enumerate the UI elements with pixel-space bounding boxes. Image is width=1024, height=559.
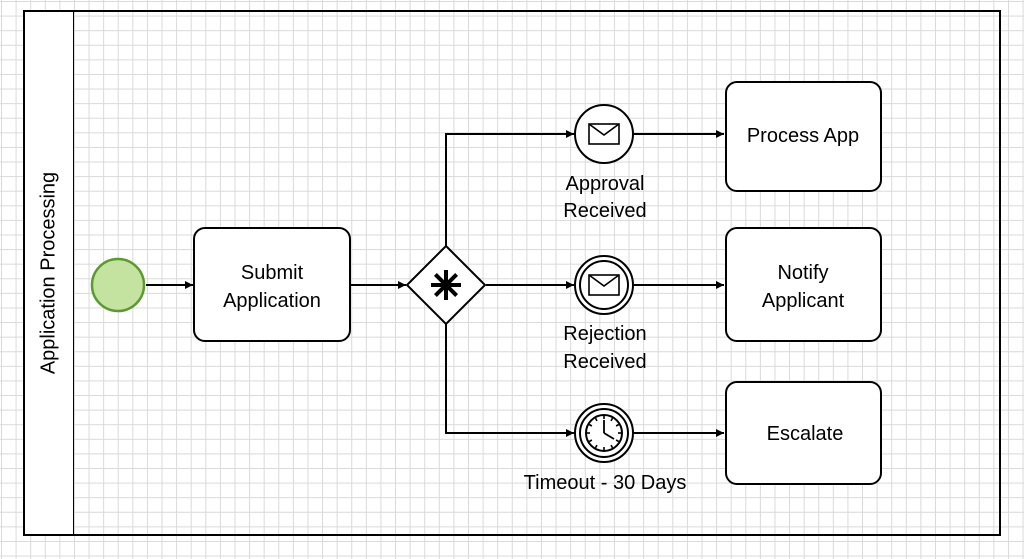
clock-tick [588,439,593,443]
event-approval-received[interactable]: Approval Received [563,104,647,222]
event-timeout[interactable]: Timeout - 30 Days [524,403,687,494]
sequence-flows [146,130,724,437]
clock-tick [615,423,620,427]
task-label: Notify [777,262,828,284]
event-rejection-received[interactable]: Rejection Received [563,255,647,373]
envelope-icon [588,123,620,145]
gateway-event-based-parallel[interactable] [405,244,487,326]
task-notify-applicant[interactable]: Notify Applicant [725,227,882,342]
pool[interactable]: Application Processing [23,10,1001,536]
clock-tick [610,417,614,422]
task-label: Escalate [767,423,844,445]
pool-label: Application Processing [37,172,59,374]
task-label: Application [223,290,321,312]
flow-gateway-to-approval[interactable] [445,130,574,246]
envelope-icon [588,274,620,296]
event-label: Timeout - 30 Days [524,472,687,494]
task-process-app[interactable]: Process App [725,81,882,192]
task-submit-application[interactable]: Submit Application [193,227,351,342]
task-label: Applicant [762,290,845,312]
task-label: Submit [241,262,304,284]
event-label: Received [563,351,646,373]
clock-icon [585,414,623,452]
event-label: Approval [566,173,645,195]
event-label: Rejection [563,323,646,345]
clock-tick [594,444,598,449]
clock-tick [615,439,620,443]
start-event[interactable] [90,257,146,313]
clock-tick [588,423,593,427]
task-label: Process App [747,125,859,147]
clock-tick [594,417,598,422]
task-escalate[interactable]: Escalate [725,381,882,485]
clock-tick [610,444,614,449]
event-label: Received [563,200,646,222]
asterisk-icon [431,270,461,300]
flow-gateway-to-timeout[interactable] [445,324,574,437]
